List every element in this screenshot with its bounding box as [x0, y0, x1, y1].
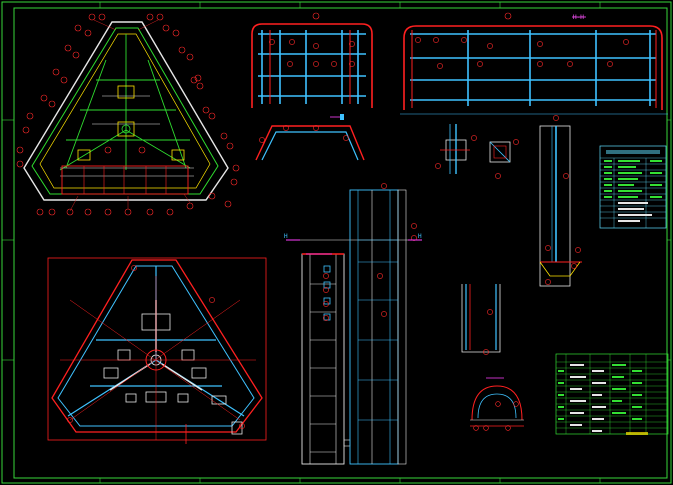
svg-text:H: H [284, 233, 288, 240]
connection-details [435, 124, 519, 179]
material-list-table [555, 353, 669, 435]
railing-elevation-left [251, 12, 373, 108]
railing-elevation-right [400, 12, 668, 115]
cage-section [470, 377, 524, 431]
bent-railing-plan [255, 114, 365, 161]
ladder-elevation [323, 183, 417, 465]
svg-text:H: H [418, 233, 422, 240]
small-bracket-elevation [461, 284, 501, 355]
triangular-platform-plan [16, 13, 240, 216]
column-elevation-main [290, 239, 420, 465]
section-mark-label: H-H [573, 14, 584, 21]
column-elevation [539, 115, 582, 287]
section-markers: H H [284, 233, 422, 241]
notes-table [599, 145, 667, 229]
support-frame-plan [47, 257, 267, 444]
